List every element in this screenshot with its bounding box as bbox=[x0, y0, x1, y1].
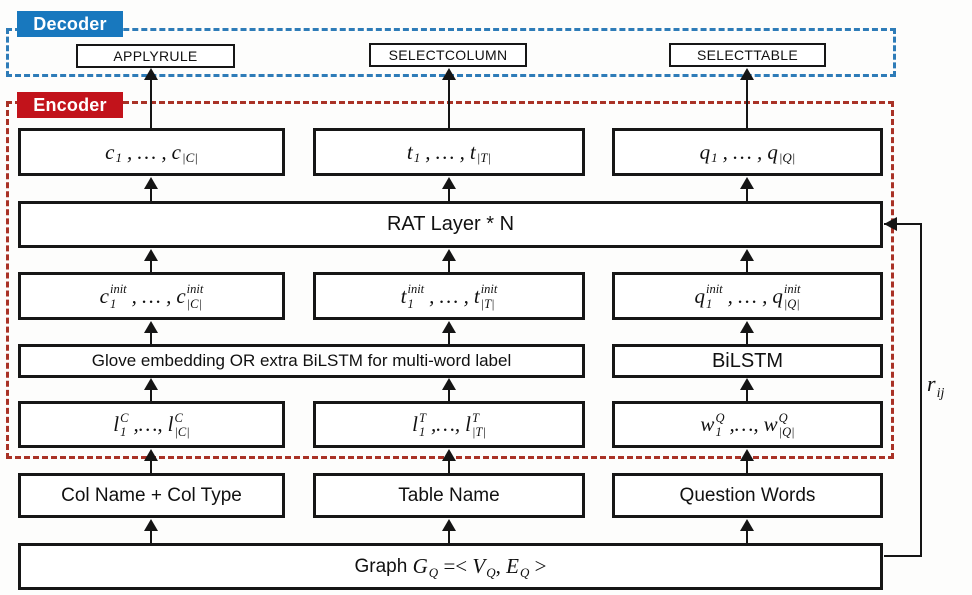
arrow-up bbox=[442, 378, 456, 401]
supsub: T|T| bbox=[472, 410, 486, 439]
arrow-up bbox=[740, 249, 754, 272]
arrow-up bbox=[442, 249, 456, 272]
supsub: C|C| bbox=[174, 410, 190, 439]
arrow-up bbox=[740, 378, 754, 401]
graph-v-symbol: V bbox=[472, 554, 486, 578]
input-col-name-type-box: Col Name + Col Type bbox=[18, 473, 285, 518]
supsub: Q|Q| bbox=[778, 410, 795, 439]
arrow-up bbox=[740, 321, 754, 344]
bilstm-box: BiLSTM bbox=[612, 344, 883, 378]
arrow-up bbox=[740, 519, 754, 543]
input-question-words-box: Question Words bbox=[612, 473, 883, 518]
decoder-region-label: Decoder bbox=[17, 11, 123, 37]
arrow-up bbox=[144, 519, 158, 543]
relation-label: rij bbox=[927, 371, 945, 401]
math-term: t bbox=[406, 139, 413, 164]
arrow-up bbox=[740, 68, 754, 128]
graph-word: Graph bbox=[354, 555, 408, 577]
graph-e-symbol: E bbox=[506, 554, 519, 578]
arrow-up bbox=[740, 177, 754, 202]
arrow-up bbox=[144, 249, 158, 272]
arrow-up bbox=[144, 321, 158, 344]
glove-embedding-box: Glove embedding OR extra BiLSTM for mult… bbox=[18, 344, 585, 378]
supsub: init|T| bbox=[480, 282, 498, 311]
graph-g-symbol: G bbox=[412, 554, 428, 578]
arrow-up bbox=[144, 449, 158, 473]
supsub: init|C| bbox=[186, 282, 204, 311]
relation-feedback-arrowhead bbox=[884, 217, 897, 231]
supsub: init|Q| bbox=[783, 282, 801, 311]
decoder-op-selecttable: SELECTTABLE bbox=[669, 43, 826, 67]
arrow-up bbox=[442, 519, 456, 543]
math-term: q bbox=[699, 139, 711, 164]
arrow-up bbox=[442, 321, 456, 344]
arrow-up bbox=[144, 378, 158, 401]
arrow-up bbox=[740, 449, 754, 473]
arrow-up bbox=[442, 177, 456, 202]
decoder-op-applyrule: APPLYRULE bbox=[76, 44, 235, 68]
decoder-op-selectcolumn: SELECTCOLUMN bbox=[369, 43, 527, 67]
rat-layer-box: RAT Layer * N bbox=[18, 201, 883, 248]
input-table-name-box: Table Name bbox=[313, 473, 585, 518]
arrow-up bbox=[442, 449, 456, 473]
arrow-up bbox=[144, 68, 158, 128]
math-term: c bbox=[105, 139, 115, 164]
relation-feedback-line bbox=[884, 223, 922, 557]
encoder-region-label: Encoder bbox=[17, 92, 123, 118]
arrow-up bbox=[442, 68, 456, 128]
arrow-up bbox=[144, 177, 158, 202]
